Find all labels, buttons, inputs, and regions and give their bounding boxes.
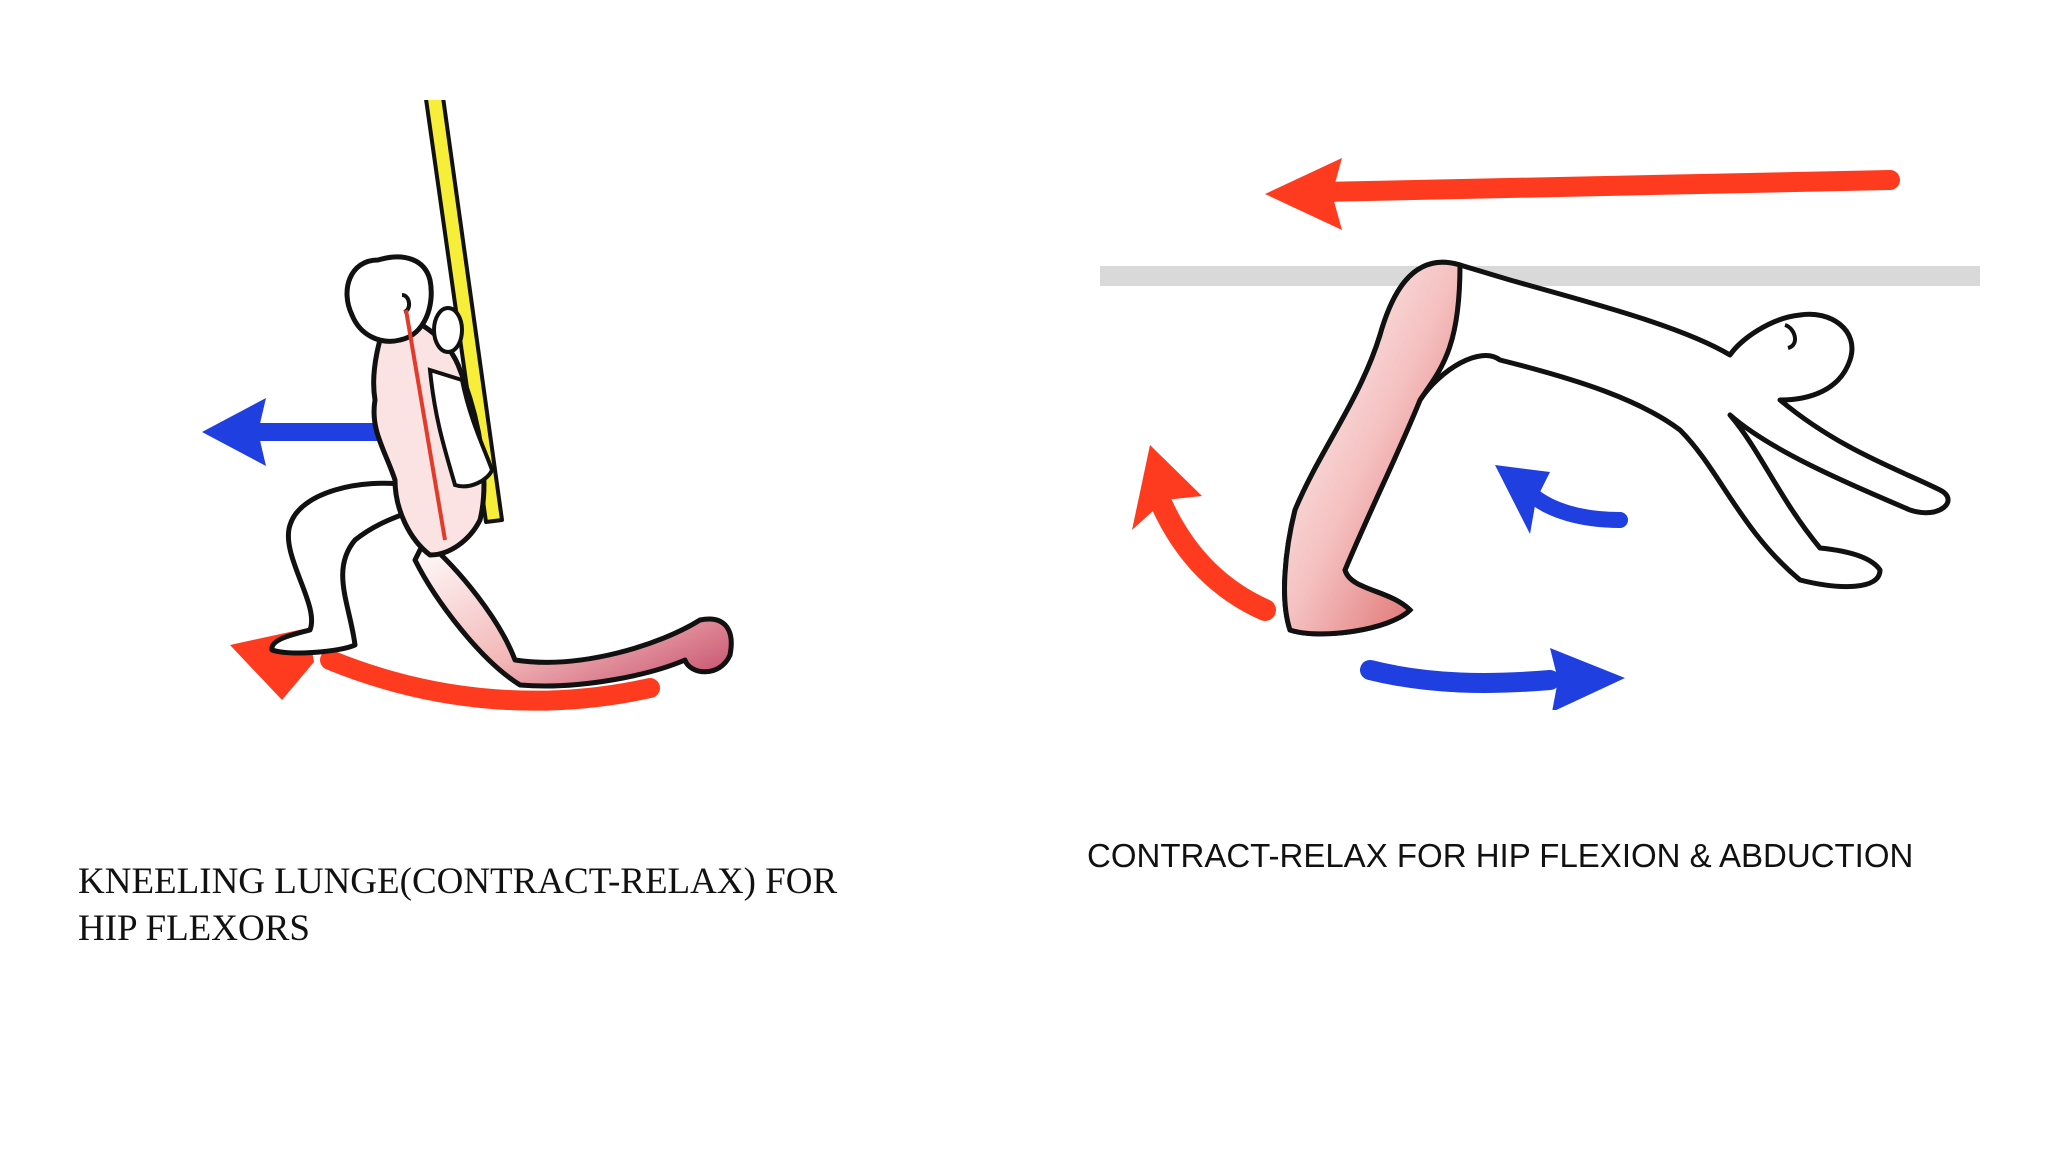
back-leg [269, 480, 415, 656]
caption-kneeling-lunge: KNEELING LUNGE(CONTRACT-RELAX) FOR HIP F… [78, 858, 938, 952]
kneeling-lunge-illustration [180, 100, 980, 800]
head [344, 254, 434, 344]
red-curved-arrow-left [1132, 445, 1276, 621]
caption-kneeling-lunge-line-2: HIP FLEXORS [78, 908, 310, 949]
caption-kneeling-lunge-line-1: KNEELING LUNGE(CONTRACT-RELAX) FOR [78, 861, 838, 902]
blue-curved-arrow [1495, 465, 1628, 534]
hip-flexion-svg [1100, 158, 1980, 710]
front-leg [412, 537, 734, 689]
hip-flexion-abduction-illustration [1080, 150, 2000, 710]
blue-arrow-right [1360, 648, 1625, 710]
caption-hip-flexion-abduction: CONTRACT-RELAX FOR HIP FLEXION & ABDUCTI… [1087, 837, 1914, 874]
spine-line [404, 309, 447, 541]
red-arrow-top [1265, 158, 1900, 230]
grey-bar [1100, 266, 1980, 286]
arm [427, 306, 495, 489]
body [1282, 260, 1951, 637]
kneeling-lunge-svg [202, 100, 734, 711]
